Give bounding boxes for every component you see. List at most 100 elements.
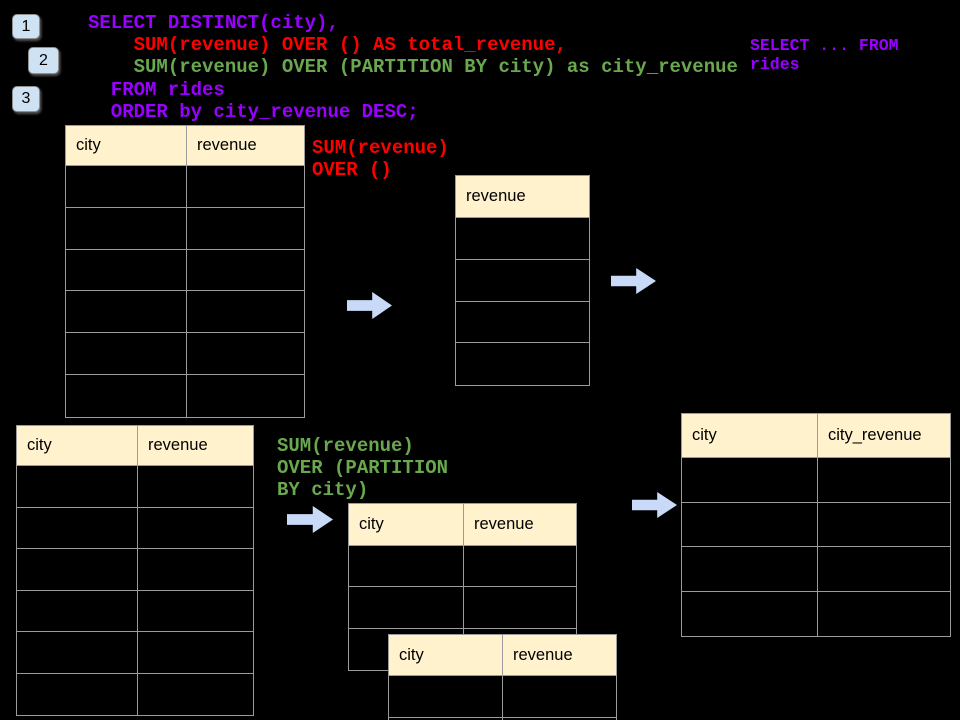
table-row: [389, 676, 616, 718]
column-header: city: [682, 414, 818, 458]
empty-cell: [66, 207, 187, 250]
empty-cell: [138, 549, 253, 591]
text-line: BY city): [277, 479, 369, 501]
arrow-right-icon: [347, 292, 392, 319]
column-header: revenue: [503, 635, 616, 676]
column-header: revenue: [138, 426, 253, 466]
code-line: SUM(revenue) OVER () AS total_revenue,: [88, 34, 567, 57]
empty-cell: [187, 250, 304, 292]
empty-cell: [17, 632, 138, 674]
table-row: [17, 590, 253, 632]
empty-cell: [138, 632, 253, 674]
table-row: [456, 218, 589, 260]
table-row: [66, 249, 304, 292]
table-row: [456, 343, 589, 385]
empty-cell: [456, 302, 589, 344]
column-header: city: [17, 426, 138, 466]
code-line: ORDER by city_revenue DESC;: [88, 100, 419, 123]
table-row: [682, 502, 950, 547]
empty-cell: [349, 546, 464, 588]
table-row: [682, 591, 950, 637]
empty-cell: [66, 291, 187, 334]
table-row: [389, 718, 616, 720]
empty-cell: [349, 587, 464, 629]
code-line: FROM rides: [88, 78, 225, 101]
table-header-row: revenue: [456, 176, 589, 218]
empty-cell: [66, 333, 187, 375]
empty-cell: [456, 343, 589, 385]
empty-cell: [456, 260, 589, 302]
table-row: [66, 333, 304, 375]
table-row: [456, 302, 589, 344]
column-header: revenue: [464, 504, 576, 546]
empty-cell: [464, 587, 576, 629]
table-total-revenue-result: revenue: [455, 175, 590, 387]
empty-cell: [187, 208, 304, 250]
empty-cell: [138, 508, 253, 549]
empty-cell: [66, 166, 187, 208]
empty-cell: [17, 466, 138, 508]
table-row: [17, 673, 253, 716]
sql-code-block: SELECT DISTINCT(city), SUM(revenue) OVER…: [88, 12, 738, 123]
table-row: [349, 546, 576, 588]
arrow-right-icon: [632, 492, 677, 518]
text-line: SELECT ... FROM: [750, 36, 899, 55]
label-sum-over-total: SUM(revenue)OVER (): [312, 137, 449, 181]
empty-cell: [66, 249, 187, 292]
empty-cell: [818, 503, 950, 547]
empty-cell: [456, 218, 589, 260]
step-badge-2: 2: [28, 47, 59, 74]
text-line: SUM(revenue): [277, 435, 414, 457]
empty-cell: [389, 676, 503, 718]
arrow-right-icon: [287, 506, 333, 533]
column-header: revenue: [456, 176, 589, 218]
table-row: [682, 547, 950, 592]
table-row: [66, 207, 304, 250]
empty-cell: [818, 592, 950, 637]
empty-cell: [389, 718, 503, 720]
text-line: OVER (PARTITION: [277, 457, 449, 479]
empty-cell: [682, 458, 818, 503]
empty-cell: [17, 590, 138, 632]
step-badge-3: 3: [12, 86, 40, 112]
empty-cell: [503, 676, 616, 718]
empty-cell: [464, 546, 576, 588]
empty-cell: [187, 375, 304, 417]
table-row: [17, 466, 253, 508]
table-row: [682, 458, 950, 503]
column-header: city: [66, 126, 187, 166]
empty-cell: [682, 591, 818, 636]
text-line: OVER (): [312, 159, 392, 181]
table-row: [456, 260, 589, 302]
code-line: SELECT DISTINCT(city),: [88, 12, 339, 34]
column-header: city: [349, 504, 464, 546]
empty-cell: [138, 674, 253, 716]
table-row: [17, 507, 253, 549]
empty-cell: [138, 591, 253, 632]
table-row: [66, 291, 304, 334]
arrow-right-icon: [611, 268, 656, 294]
table-row: [17, 549, 253, 591]
table-row: [17, 632, 253, 674]
empty-cell: [17, 549, 138, 591]
table-row: [349, 587, 576, 629]
empty-cell: [682, 547, 818, 592]
text-line: rides: [750, 55, 800, 74]
column-header: city_revenue: [818, 414, 950, 458]
empty-cell: [17, 507, 138, 549]
empty-cell: [138, 466, 253, 508]
table-row: [66, 166, 304, 208]
empty-cell: [818, 547, 950, 592]
column-header: city: [389, 635, 503, 676]
